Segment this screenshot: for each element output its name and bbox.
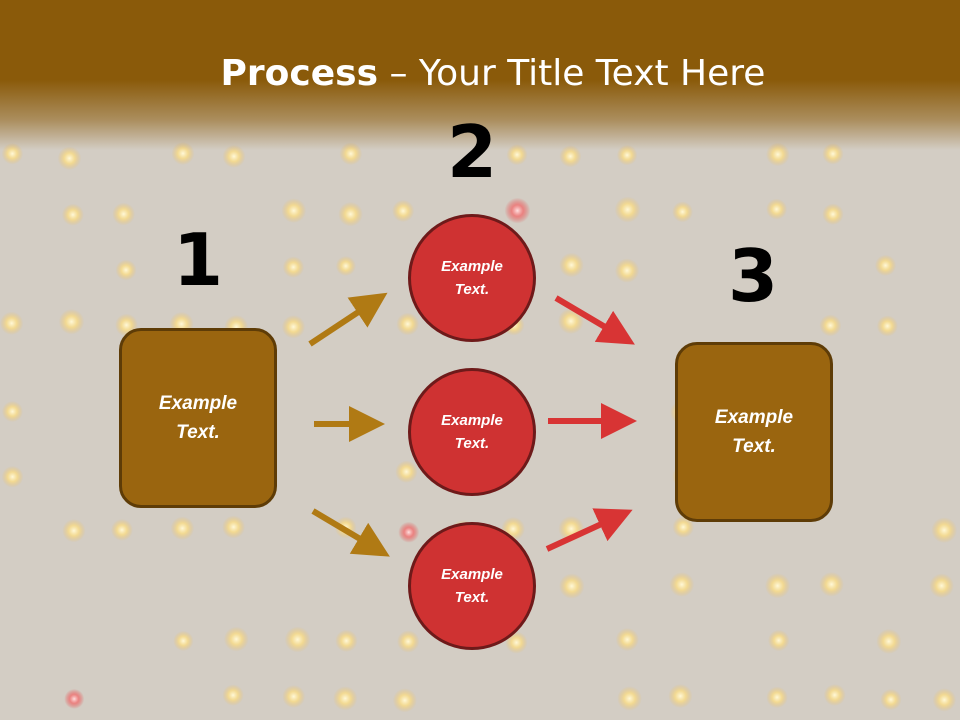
background-light [614, 196, 641, 223]
circle-middle: Example Text. [408, 368, 536, 496]
step-number-3: 3 [727, 234, 779, 318]
background-light [222, 144, 246, 168]
background-light [880, 688, 902, 711]
background-light [1, 465, 24, 488]
background-light [823, 684, 846, 706]
background-light [281, 315, 306, 339]
circle-bottom-text: Example Text. [441, 566, 503, 606]
background-light [398, 521, 420, 543]
background-light [669, 572, 695, 597]
background-light [931, 517, 958, 543]
background-light [668, 684, 693, 709]
step-number-2: 2 [446, 110, 498, 194]
background-light [222, 684, 244, 706]
background-light [223, 626, 249, 652]
arrow-1-to-top [308, 292, 388, 347]
background-light [672, 201, 693, 223]
background-light [559, 145, 582, 168]
background-light [614, 258, 640, 283]
background-light [559, 573, 585, 599]
step-3-text: Example Text. [714, 407, 794, 457]
background-light [61, 203, 84, 226]
background-light [768, 629, 790, 652]
background-light [392, 688, 417, 713]
background-light [64, 688, 85, 709]
background-light [392, 199, 415, 223]
arrow-bottom-to-3 [545, 508, 633, 552]
background-light [333, 686, 358, 711]
background-light [0, 311, 24, 335]
arrow-1-to-bottom [311, 508, 390, 557]
background-light [335, 255, 356, 276]
background-light [57, 146, 82, 171]
background-light [222, 515, 246, 539]
circle-bottom: Example Text. [408, 522, 536, 650]
background-light [766, 198, 788, 220]
background-light [505, 631, 528, 654]
background-light [111, 518, 133, 541]
background-light [822, 203, 844, 225]
background-light [395, 460, 418, 483]
background-light [672, 516, 694, 538]
background-light [284, 626, 311, 653]
background-light [173, 630, 194, 652]
background-light [62, 519, 86, 543]
background-light [396, 312, 420, 336]
background-light [282, 256, 305, 278]
background-light [281, 198, 307, 223]
background-light [170, 516, 195, 541]
background-light [338, 201, 363, 227]
background-light [874, 254, 897, 276]
background-light [112, 202, 135, 226]
background-light [397, 630, 420, 653]
background-light [932, 688, 957, 712]
background-light [504, 197, 531, 224]
background-light [876, 628, 902, 654]
background-light [876, 315, 898, 337]
background-light [617, 686, 642, 711]
background-light [819, 314, 842, 337]
circle-middle-text: Example Text. [441, 412, 503, 452]
step-1-text: Example Text. [158, 393, 238, 443]
title-bold: Process [220, 53, 379, 94]
circle-top-text: Example Text. [441, 258, 503, 298]
background-light [558, 308, 584, 335]
background-light [58, 309, 85, 335]
background-light [1, 401, 23, 422]
title-rest: – Your Title Text Here [378, 53, 766, 94]
arrow-top-to-3 [554, 295, 635, 345]
background-light [766, 686, 788, 709]
background-light [282, 685, 306, 708]
circle-top: Example Text. [408, 214, 536, 342]
background-light [819, 572, 844, 597]
background-light [929, 573, 954, 598]
step-number-1: 1 [172, 218, 224, 302]
background-light [559, 252, 584, 278]
background-light [115, 259, 137, 281]
page-title: Process – Your Title Text Here [0, 52, 960, 96]
background-light [335, 629, 358, 652]
header-band [0, 0, 960, 150]
background-light [764, 573, 791, 599]
background-light [615, 627, 639, 652]
step-1-box: Example Text. [119, 328, 277, 508]
step-3-box: Example Text. [675, 342, 833, 522]
